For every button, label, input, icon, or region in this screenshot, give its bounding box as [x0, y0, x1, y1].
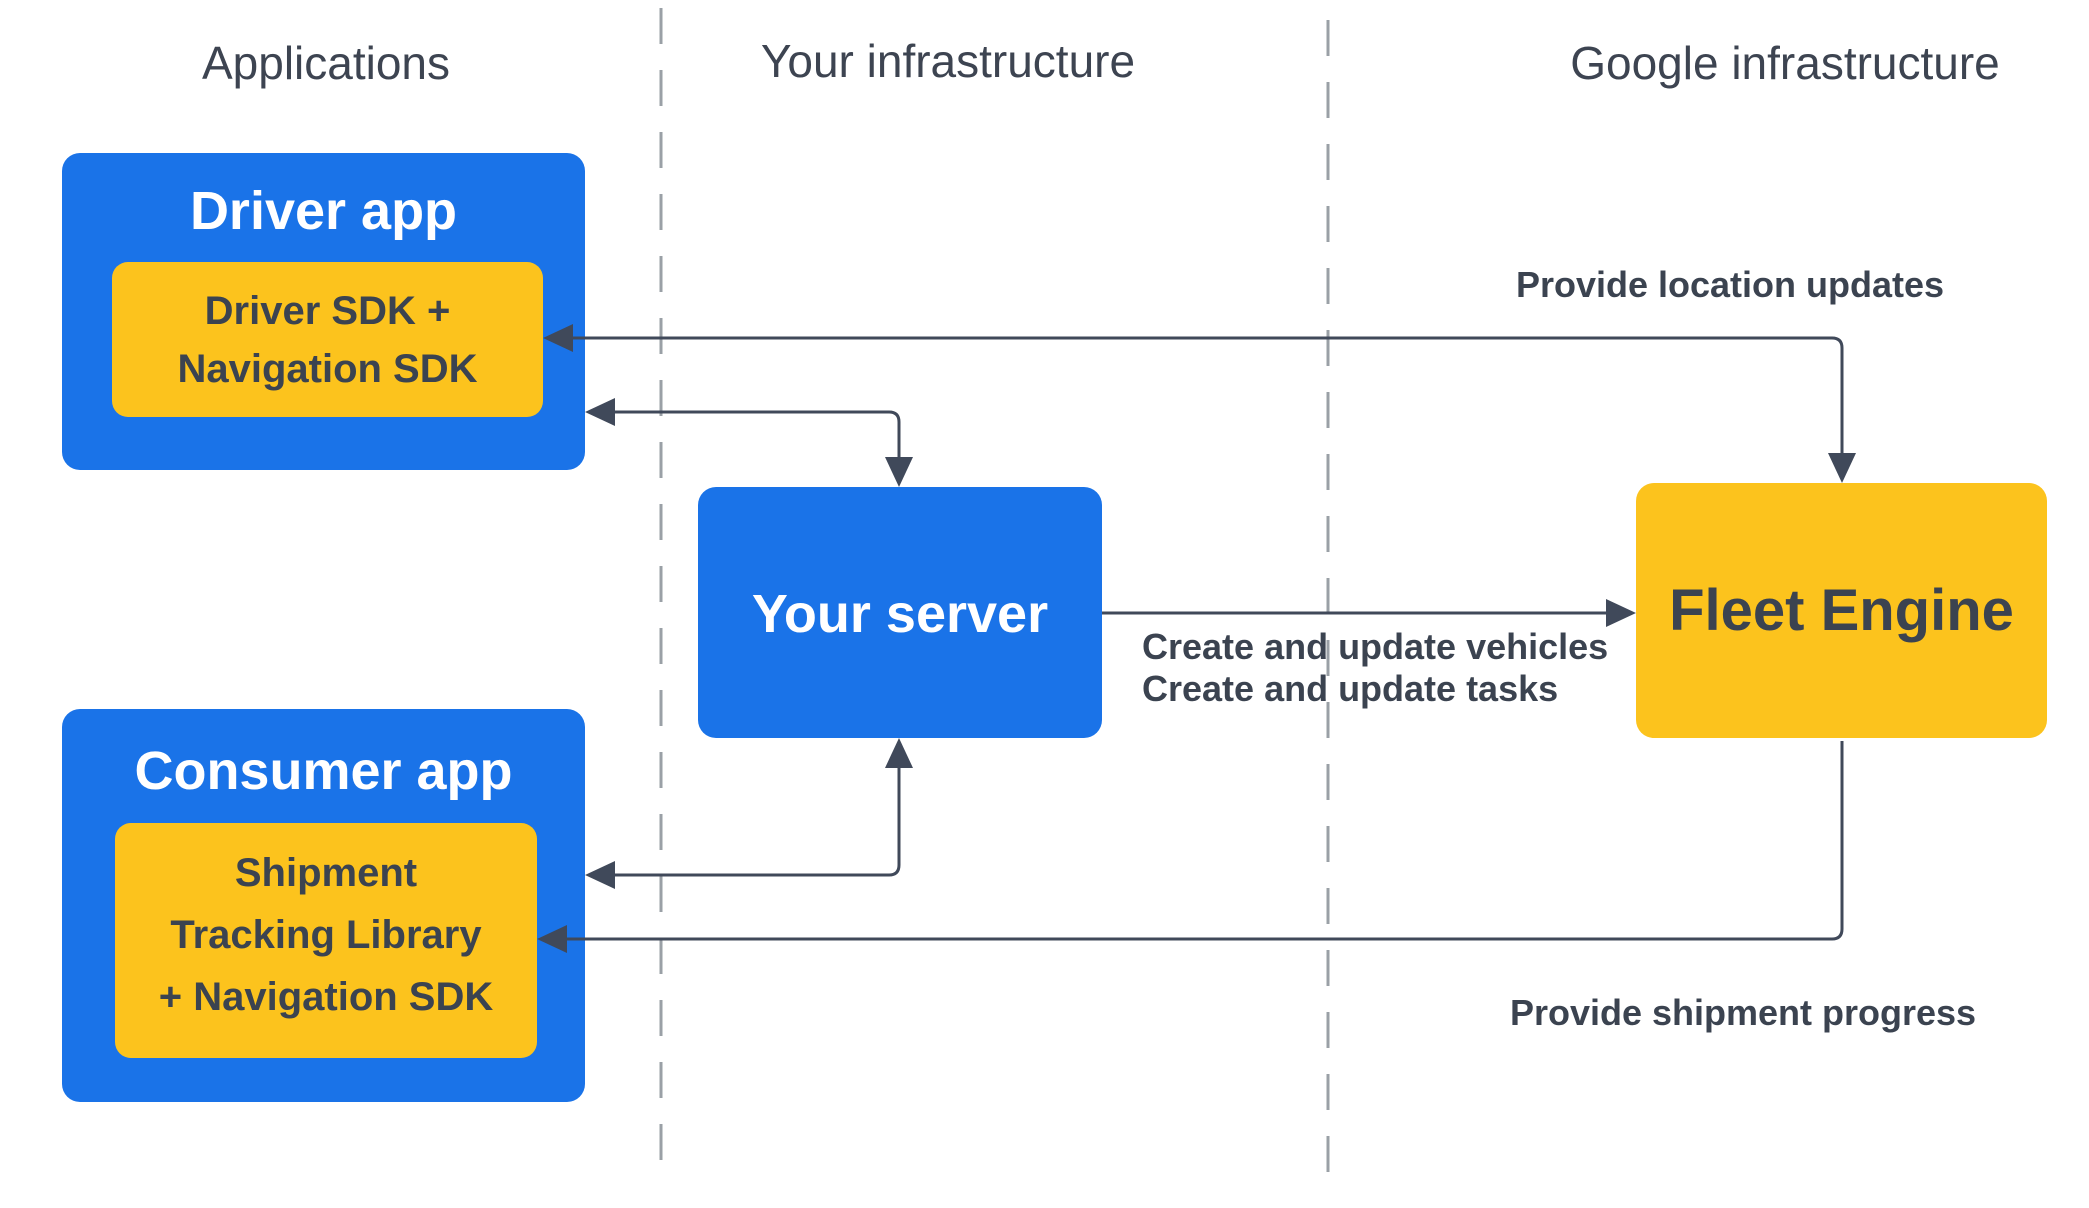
shipment-tracking-library-label-line3: + Navigation SDK — [158, 975, 494, 1019]
arrowhead-into-your-server-bottom — [885, 738, 913, 768]
arrow-driver-app-your-server — [613, 410, 901, 461]
consumer-app-title: Consumer app — [134, 741, 513, 801]
arrow-your-server-consumer-app — [613, 764, 901, 877]
arrow-fleet-engine-shipment-library — [565, 741, 1844, 941]
edge-label-create-update: Create and update vehicles Create and up… — [1142, 626, 1662, 710]
shipment-tracking-library-label-line1: Shipment — [234, 851, 418, 895]
driver-sdk-label-line1: Driver SDK + — [204, 289, 451, 333]
driver-sdk-label: Driver SDK + Navigation SDK — [112, 282, 543, 398]
arrowhead-into-fleet-engine-left — [1606, 599, 1636, 627]
arrowhead-into-fleet-engine-top — [1828, 453, 1856, 483]
edge-label-create-update-tasks: Create and update tasks — [1142, 668, 1559, 709]
arrow-driver-sdk-fleet-engine — [571, 336, 1844, 457]
shipment-tracking-library-label: Shipment Tracking Library + Navigation S… — [115, 842, 537, 1028]
your-server-title: Your server — [751, 584, 1049, 644]
driver-sdk-label-line2: Navigation SDK — [177, 347, 478, 391]
arrowhead-into-your-server-top — [885, 457, 913, 487]
driver-app-title: Driver app — [189, 181, 458, 241]
edge-label-create-update-vehicles: Create and update vehicles — [1142, 626, 1609, 667]
column-header-your-infrastructure: Your infrastructure — [760, 35, 1136, 87]
shipment-tracking-library-box — [115, 823, 537, 1058]
your-server-box — [698, 487, 1102, 738]
shipment-tracking-library-label-line2: Tracking Library — [170, 913, 482, 957]
arrowhead-into-consumer-app — [585, 861, 615, 889]
arrowhead-into-driver-app — [585, 398, 615, 426]
edge-label-provide-shipment-progress: Provide shipment progress — [1509, 992, 1977, 1033]
fleet-engine-title: Fleet Engine — [1669, 578, 2014, 643]
fleet-engine-box — [1636, 483, 2047, 738]
edge-label-provide-location-updates: Provide location updates — [1515, 264, 1945, 305]
column-header-applications: Applications — [201, 37, 451, 89]
column-header-google-infrastructure: Google infrastructure — [1570, 37, 2000, 89]
driver-sdk-box — [112, 262, 543, 417]
